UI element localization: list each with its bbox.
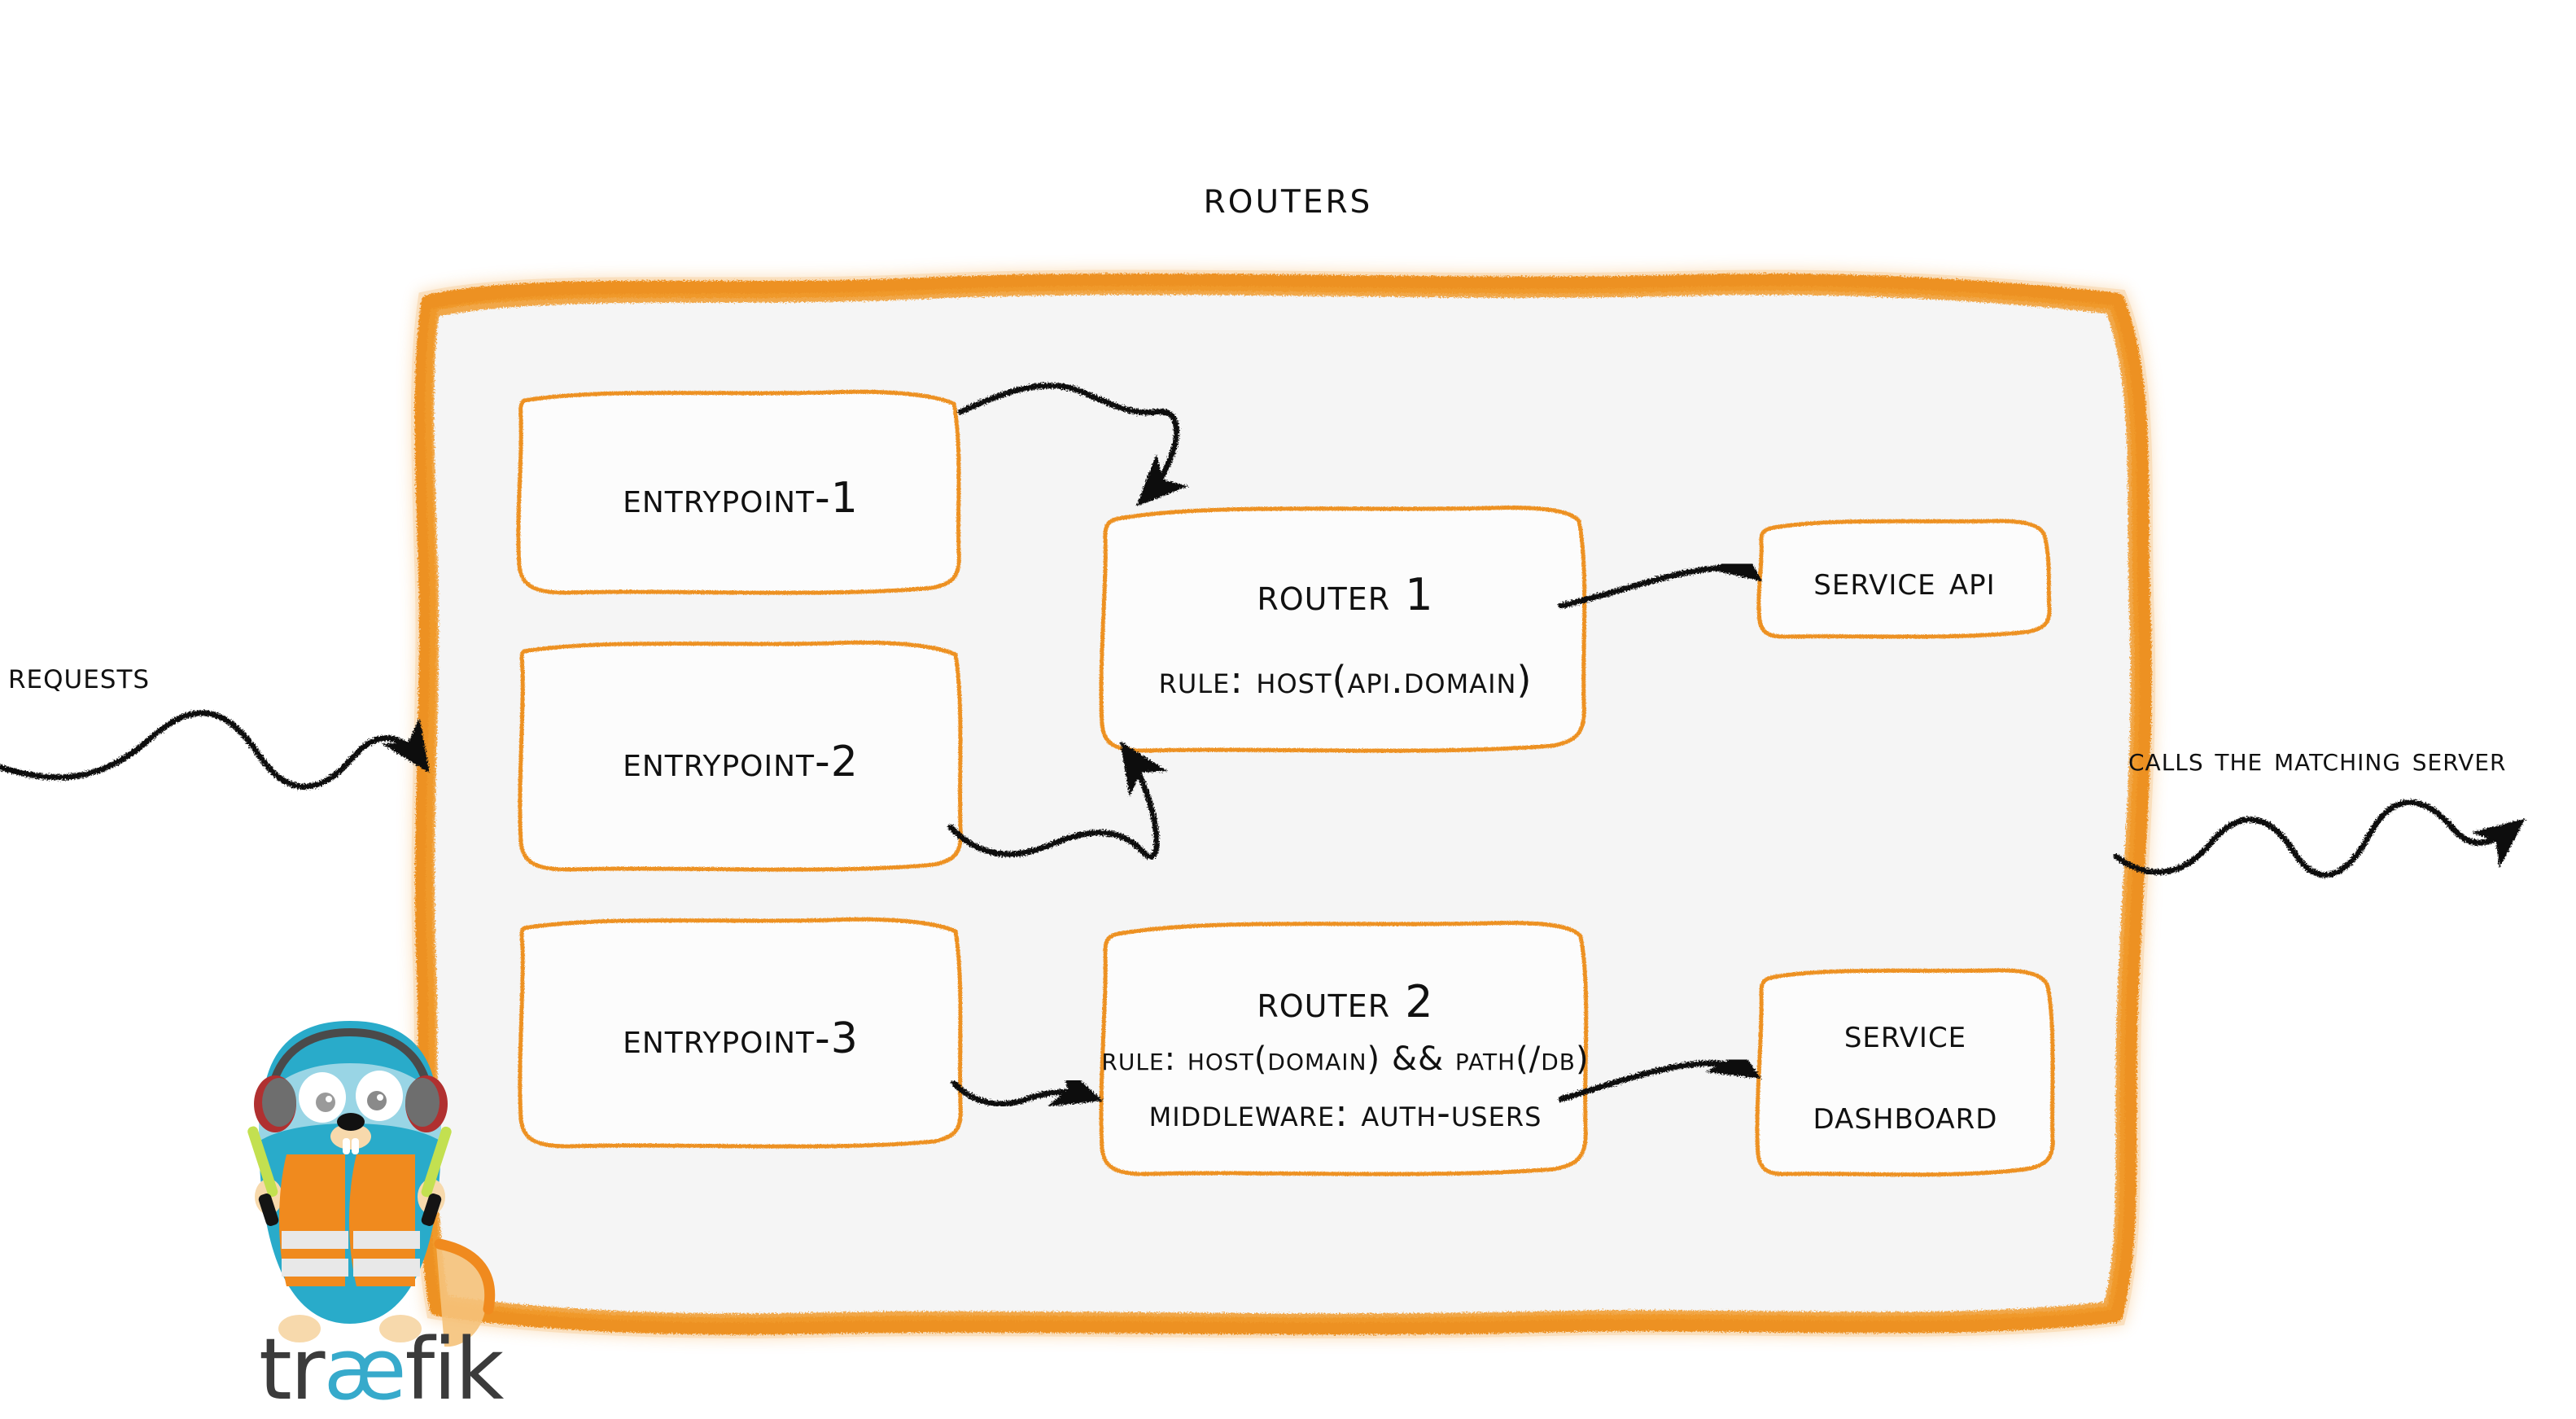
arrow-router2-servicedashboard (1558, 1032, 1762, 1102)
page-title: Routers (1203, 171, 1373, 224)
routers-panel-border (414, 273, 2152, 1335)
entrypoint-boxes (516, 389, 963, 1149)
service-api[interactable]: Service API (1758, 526, 2051, 638)
calls-the-matching-server-label: Calls the matching server (2128, 741, 2507, 778)
router-2-title: Router 2 (1257, 975, 1434, 1027)
entrypoint-1-label: entrypoint-1 (623, 474, 859, 523)
arrow-ep3-router2 (951, 1062, 1104, 1107)
marshalling-wand-right (421, 1126, 452, 1226)
router-2-middleware: Middleware: auth-users (1148, 1090, 1542, 1135)
entrypoint-1[interactable]: entrypoint-1 (519, 401, 962, 596)
router-1-box (1099, 506, 1587, 753)
service-dashboard-box (1755, 968, 2055, 1177)
router-1-title: Router 1 (1257, 568, 1434, 620)
entrypoint-3-box (518, 917, 963, 1149)
router-1-rule: rule: Host(api.domain) (1158, 657, 1533, 702)
traefik-logo-wordmark: træfik (259, 1327, 504, 1412)
traefik-gopher-mascot (247, 1021, 496, 1347)
entrypoint-2-label: entrypoint-2 (623, 738, 859, 786)
logo-ligature: æ (323, 1320, 407, 1419)
router-2[interactable]: Router 2 rule: Host(domain) && Path(/db)… (1101, 933, 1590, 1177)
routers-panel (411, 269, 2156, 1338)
logo-suffix: fik (405, 1320, 505, 1419)
router-2-box (1099, 921, 1589, 1176)
entrypoint-3-label: entrypoint-3 (623, 1014, 859, 1063)
entrypoint-2[interactable]: entrypoint-2 (519, 651, 962, 873)
arrow-ep1-router1 (957, 383, 1189, 506)
arrow-router1-serviceapi (1558, 532, 1763, 609)
service-boxes (1755, 519, 2055, 1177)
entrypoint-2-box (518, 640, 963, 872)
service-dashboard-label-line-2: Dashboard (1813, 1093, 1998, 1138)
routers-panel-fill (426, 287, 2139, 1323)
arrow-calls-out (2113, 799, 2526, 878)
arrow-requests-in (0, 710, 430, 790)
marshalling-wand-left (247, 1126, 279, 1226)
service-dashboard[interactable]: Service Dashboard (1756, 975, 2054, 1176)
entrypoint-1-box (516, 389, 961, 595)
entrypoint-3[interactable]: entrypoint-3 (519, 928, 962, 1150)
router-2-rule: rule: Host(domain) && Path(/db) (1101, 1040, 1590, 1078)
service-api-box (1756, 519, 2052, 639)
service-dashboard-label-line-1: Service (1843, 1011, 1967, 1058)
service-api-label: Service API (1813, 558, 1996, 605)
arrow-ep2-router1 (947, 741, 1168, 860)
requests-label: Requests (8, 655, 151, 697)
router-boxes (1099, 506, 1589, 1176)
router-1[interactable]: Router 1 rule: Host(api.domain) (1102, 518, 1589, 752)
logo-prefix: tr (259, 1320, 326, 1419)
